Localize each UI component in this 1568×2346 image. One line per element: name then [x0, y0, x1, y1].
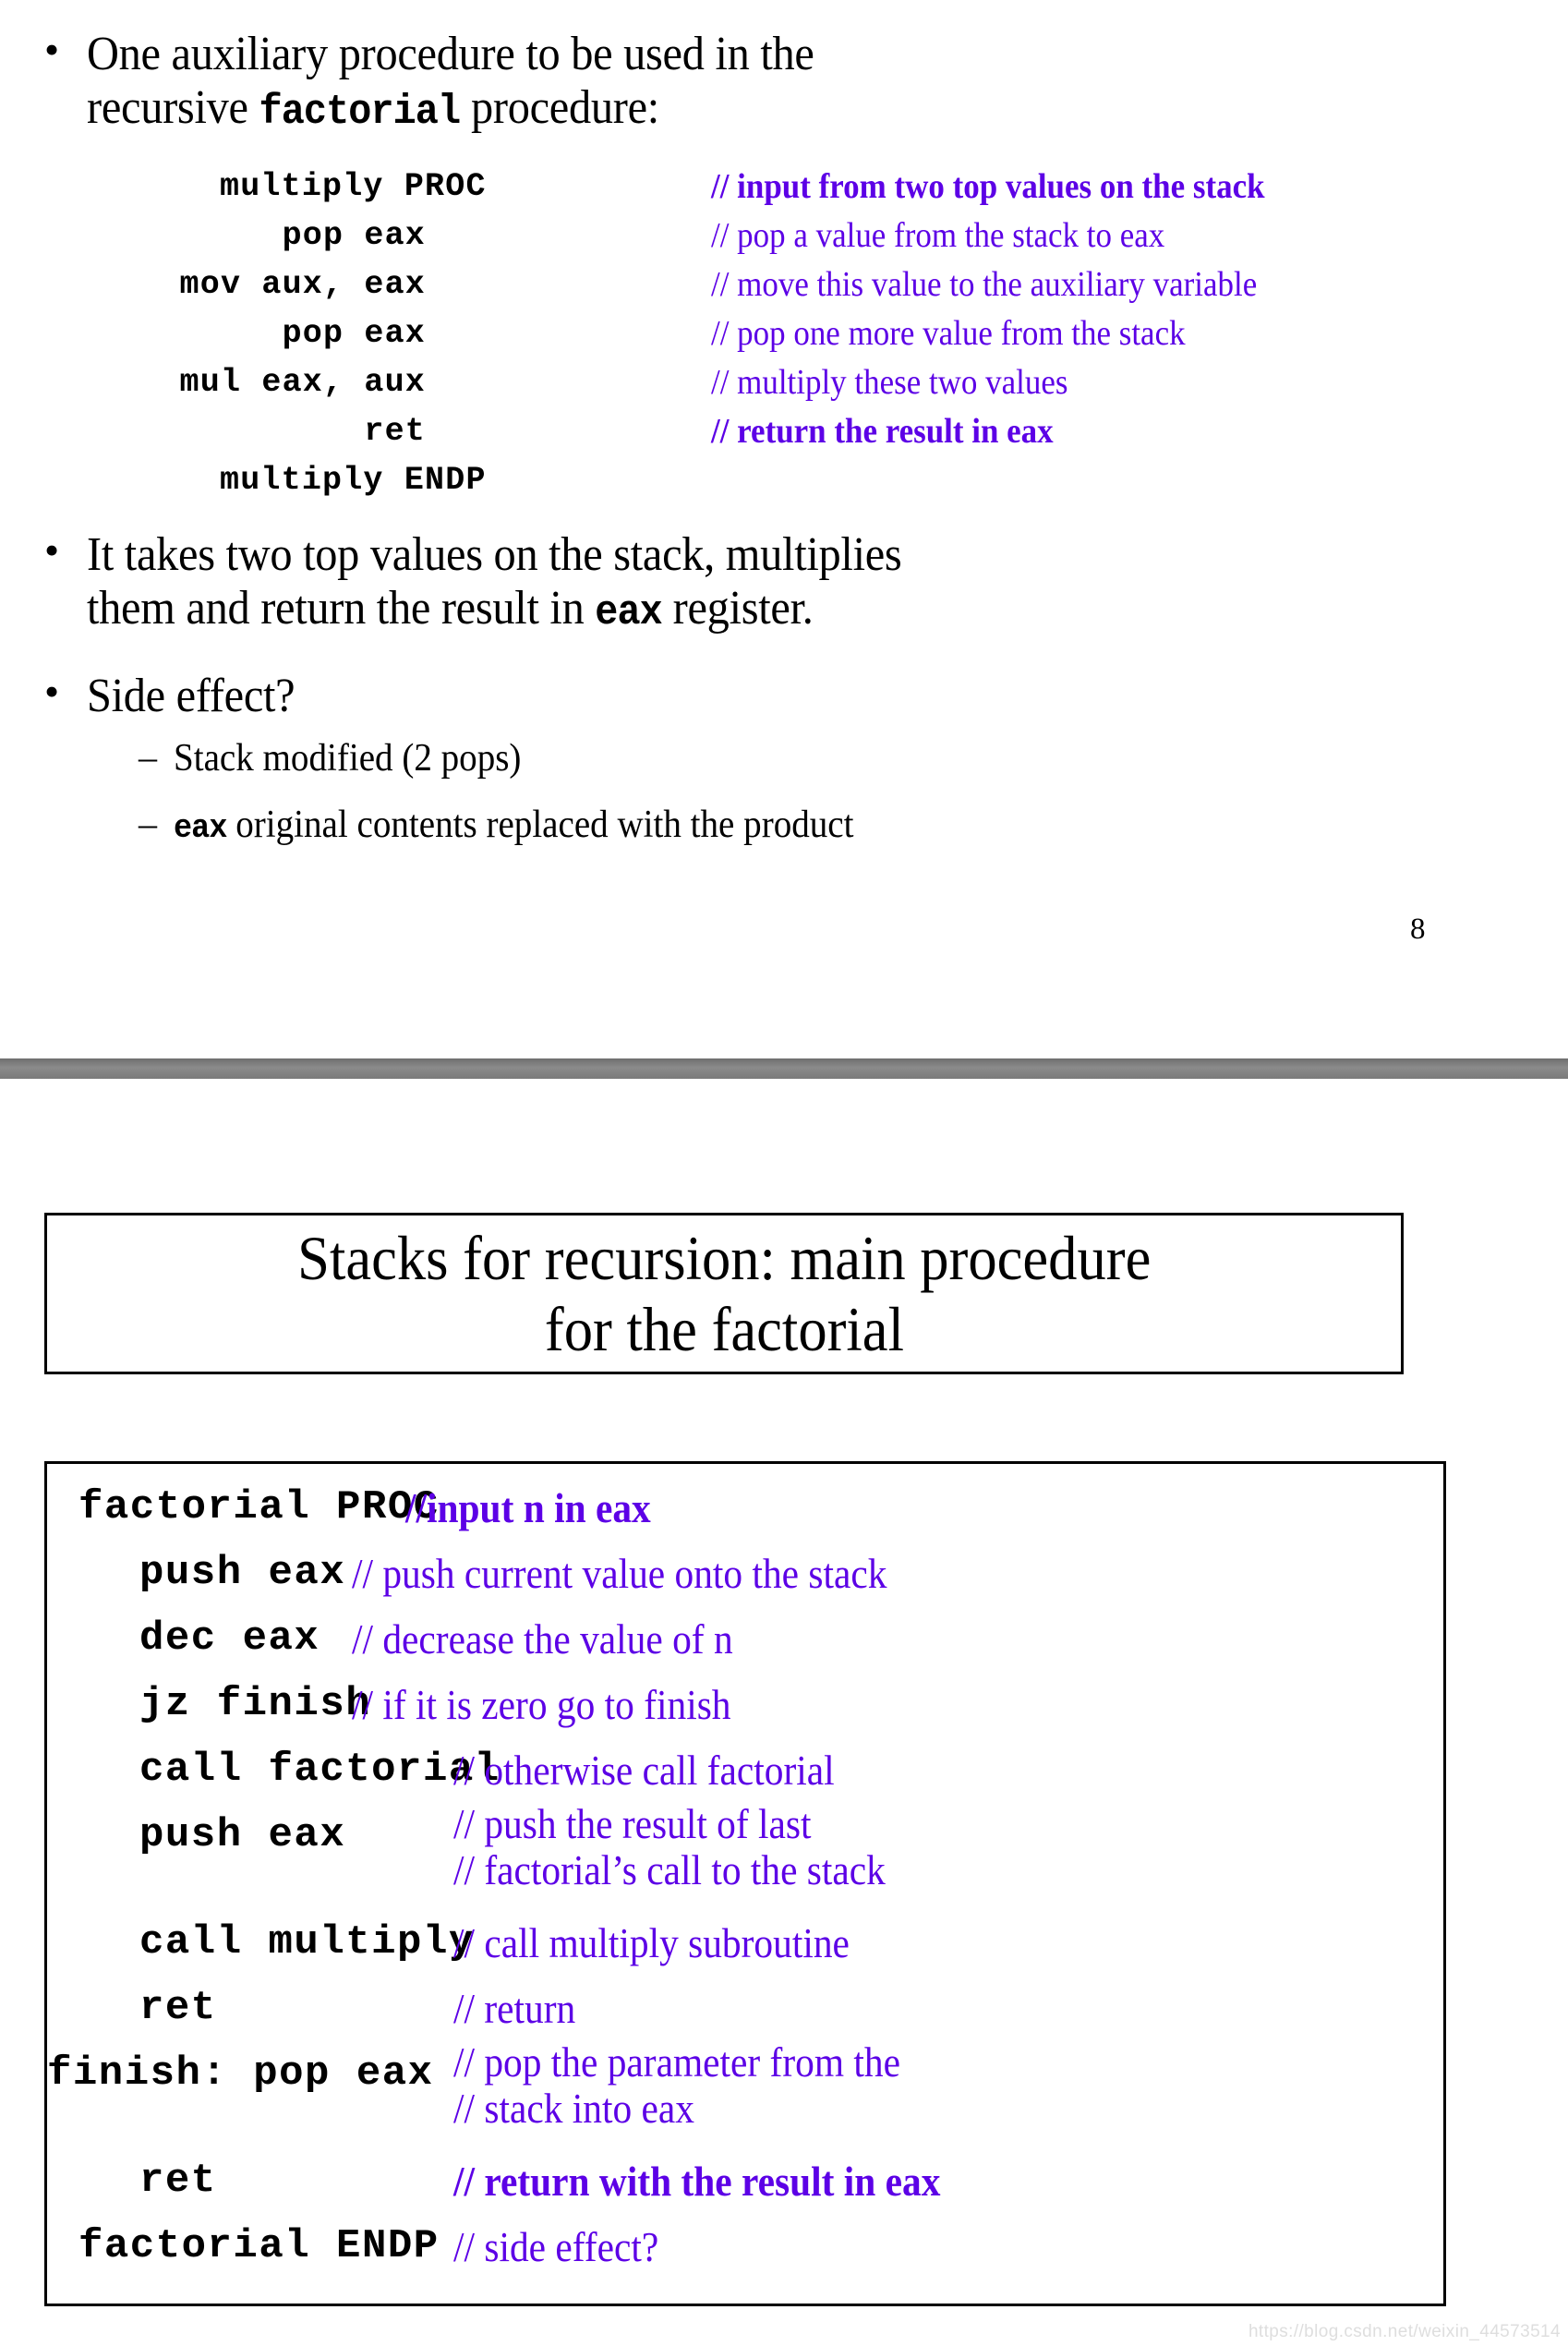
code-comment: // push the result of last — [453, 1800, 812, 1847]
code-op: factorial ENDP — [78, 2223, 440, 2269]
code-comment: // if it is zero go to finish — [352, 1681, 731, 1728]
code-op: mul eax, aux — [179, 364, 426, 401]
bullet-item: • One auxiliary procedure to be used in … — [44, 26, 1245, 137]
sub-bullet-text: Stack modified (2 pops) — [174, 737, 522, 780]
code-block-factorial: factorial PROC //input n in eax push eax… — [44, 1461, 1446, 2306]
sub-bullet-marker: – — [139, 803, 157, 844]
code-row: call multiply // call multiply subroutin… — [47, 1910, 1443, 1976]
code-comment-cont: // stack into eax — [453, 2085, 694, 2132]
bullet-text: It takes two top values on the stack, mu… — [87, 528, 902, 637]
slide-one: • One auxiliary procedure to be used in … — [0, 0, 1568, 1058]
bullet-line-1: Side effect? — [87, 670, 296, 722]
code-row: mov aux, eax // move this value to the a… — [0, 260, 1568, 309]
code-comment: // return — [453, 1985, 576, 2032]
code-row: push eax // push current value onto the … — [47, 1541, 1443, 1606]
code-comment: // call multiply subroutine — [453, 1919, 850, 1966]
code-op: dec eax — [139, 1615, 320, 1662]
code-row: pop eax // pop one more value from the s… — [0, 309, 1568, 358]
code-comment-cont: // factorial’s call to the stack — [453, 1846, 886, 1893]
code-row: factorial ENDP // side effect? — [47, 2214, 1443, 2279]
bullet-marker: • — [44, 26, 60, 73]
code-row: push eax // push the result of last // f… — [47, 1803, 1443, 1910]
bullet-item: • It takes two top values on the stack, … — [44, 526, 1337, 637]
bullet-item: • Side effect? — [44, 668, 875, 723]
sub-bullet-item: – Stack modified (2 pops) — [139, 737, 970, 780]
code-row: ret // return with the result in eax — [47, 2148, 1443, 2214]
code-op: multiply PROC — [220, 168, 487, 205]
code-row: pop eax // pop a value from the stack to… — [0, 212, 1568, 260]
code-op: ret — [364, 413, 426, 450]
bullet-line-1: One auxiliary procedure to be used in th… — [87, 28, 814, 80]
code-op: call factorial — [139, 1747, 501, 1793]
code-comment: // push current value onto the stack — [352, 1550, 887, 1597]
code-op: factorial PROC — [78, 1484, 440, 1530]
bullet-line-2-pre: them and return the result in — [87, 582, 596, 635]
code-comment: // multiply these two values — [711, 363, 1068, 402]
inline-code: eax — [595, 589, 662, 637]
slide-two: Stacks for recursion: main procedure for… — [0, 1079, 1568, 2346]
page-title-line-1: Stacks for recursion: main procedure — [296, 1223, 1152, 1294]
code-comment: // pop a value from the stack to eax — [711, 216, 1165, 255]
code-op: multiply ENDP — [220, 462, 487, 499]
bullet-line-2-post: procedure: — [460, 81, 659, 135]
code-comment: // move this value to the auxiliary vari… — [711, 265, 1258, 304]
bullet-text: Side effect? — [87, 670, 296, 723]
code-row: jz finish // if it is zero go to finish — [47, 1672, 1443, 1737]
code-row: mul eax, aux // multiply these two value… — [0, 358, 1568, 407]
code-op: pop eax — [282, 315, 426, 352]
code-comment: // input from two top values on the stac… — [711, 167, 1265, 206]
code-comment: // pop the parameter from the — [453, 2038, 900, 2086]
code-row: call factorial // otherwise call factori… — [47, 1737, 1443, 1803]
code-row: factorial PROC //input n in eax — [47, 1475, 1443, 1541]
code-comment: // pop one more value from the stack — [711, 314, 1186, 353]
code-op: call multiply — [139, 1919, 475, 1965]
bullet-line-1: It takes two top values on the stack, mu… — [87, 528, 902, 581]
inline-code: eax — [174, 809, 227, 847]
bullet-marker: • — [44, 668, 60, 715]
code-op: push eax — [139, 1550, 346, 1596]
sub-bullet-text: eax original contents replaced with the … — [174, 804, 853, 847]
code-comment: //input n in eax — [405, 1484, 651, 1531]
sub-bullet-rest: original contents replaced with the prod… — [226, 804, 854, 846]
bullet-marker: • — [44, 526, 60, 574]
sub-bullet-marker: – — [139, 736, 157, 778]
bullet-text: One auxiliary procedure to be used in th… — [87, 28, 814, 137]
page-title-box: Stacks for recursion: main procedure for… — [44, 1213, 1404, 1374]
slide-divider — [0, 1058, 1568, 1079]
code-op: push eax — [139, 1812, 346, 1858]
inline-code: factorial — [259, 89, 462, 137]
code-comment: // otherwise call factorial — [453, 1747, 835, 1794]
code-row: dec eax // decrease the value of n — [47, 1606, 1443, 1672]
code-op: pop eax — [282, 217, 426, 254]
code-row: finish: pop eax // pop the parameter fro… — [47, 2041, 1443, 2148]
code-row: ret // return the result in eax — [0, 407, 1568, 456]
code-comment: // side effect? — [453, 2223, 659, 2270]
code-comment: // decrease the value of n — [352, 1615, 733, 1663]
code-op: ret — [139, 1985, 217, 2031]
code-op: ret — [139, 2158, 217, 2204]
sub-bullet-item: – eax original contents replaced with th… — [139, 804, 1247, 847]
page-title-line-2: for the factorial — [544, 1293, 904, 1364]
bullet-line-2-pre: recursive — [87, 81, 259, 135]
code-op: finish: pop eax — [47, 2050, 434, 2097]
code-comment: // return the result in eax — [711, 412, 1054, 451]
code-op: mov aux, eax — [179, 266, 426, 303]
code-op: jz finish — [139, 1681, 372, 1727]
code-row: ret // return — [47, 1976, 1443, 2041]
csdn-watermark: https://blog.csdn.net/weixin_44573514 — [1248, 2322, 1561, 2341]
bullet-line-2-post: register. — [661, 582, 814, 635]
page-number: 8 — [1410, 913, 1426, 946]
code-comment: // return with the result in eax — [453, 2158, 941, 2205]
code-row: multiply PROC // input from two top valu… — [0, 163, 1568, 212]
code-row: multiply ENDP — [0, 456, 1568, 505]
code-block-multiply: multiply PROC // input from two top valu… — [0, 163, 1568, 505]
